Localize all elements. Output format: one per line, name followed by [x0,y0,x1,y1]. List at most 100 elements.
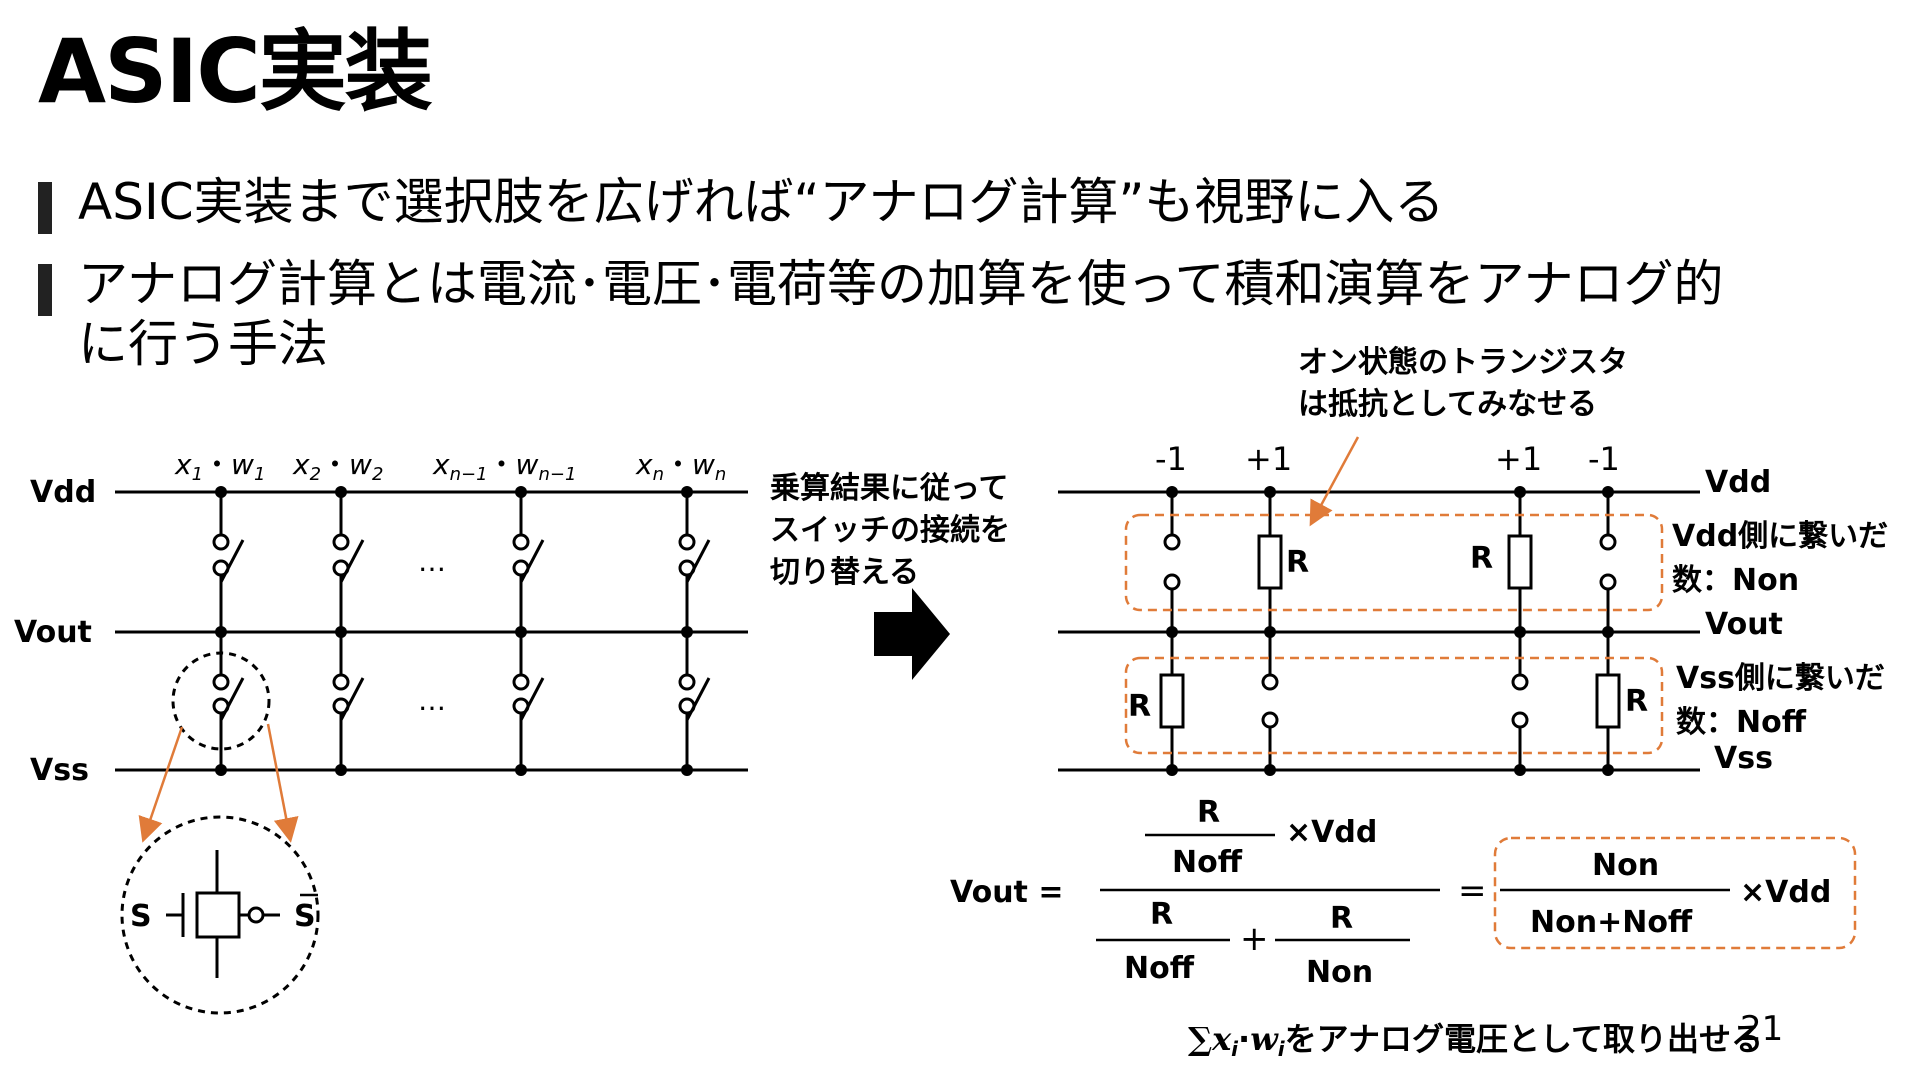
junction-dot [681,626,693,638]
switch-contact [678,533,696,551]
junction-dot [1602,626,1614,638]
vss-side-text-2: 数：Noff [1676,705,1807,740]
vss-side-text-1: Vss側に繋いだ [1676,661,1885,696]
resistor-label: R [1128,689,1151,724]
formula-r: R [1330,901,1353,936]
input-labels: x1・w1 x2・w2 xn−1・wn−1 xn・wn [174,448,726,485]
switch-blade [685,677,711,721]
weight-4: -1 [1588,440,1620,478]
right-arrow-icon [874,588,950,680]
switch-contact [1163,533,1181,551]
formula-noff: Noff [1124,951,1195,986]
bullet-2-text: アナログ計算とは電流･電圧･電荷等の加算を使って積和演算をアナログ的 [78,255,1724,313]
input-label-n-1: xn−1・wn−1 [432,448,576,485]
formula: Vout = R Noff ×Vdd R Noff + R Non = Non … [950,795,1857,990]
arrow-text-1: 乗算結果に従って [770,471,1009,506]
junction-dot [1264,764,1276,776]
input-label-2: x2・w2 [292,448,383,485]
junction-dot [1602,764,1614,776]
junction-dot [1264,486,1276,498]
formula-times-vdd: ×Vdd [1740,875,1831,910]
junction-dot [1166,626,1178,638]
switch-contact [1599,533,1617,551]
arrow-text-3: 切り替える [770,555,919,590]
zoom-circle [171,651,271,751]
vdd-side-text-1: Vdd側に繋いだ [1672,519,1888,554]
junction-dot [1166,764,1178,776]
zoom-arrow-left [138,726,184,843]
weight-3: +1 [1495,440,1542,478]
vss-side-box [1124,656,1664,755]
input-label-1: x1・w1 [174,448,265,485]
ellipsis-top: … [418,545,446,578]
right-vss-label: Vss [1714,741,1773,776]
junction-dot [1514,764,1526,776]
formula-noff: Noff [1172,845,1243,880]
zoom-arrow-right [266,723,299,843]
junction-dot [515,626,527,638]
zoom-s-label: S [130,899,152,934]
switch-contact [1163,573,1181,591]
resistor [1257,534,1283,590]
junction-dot [215,486,227,498]
conclusion-text: ∑xi·wiをアナログ電圧として取り出せる [1188,1020,1763,1061]
formula-plus: + [1240,919,1269,959]
junction-dot [681,764,693,776]
junction-dot [335,764,347,776]
left-vss-label: Vss [30,753,89,788]
zoom-sbar-label: S [294,899,316,934]
switch-blade [685,539,711,583]
right-circuit [1058,436,1700,776]
formula-r: R [1197,795,1220,830]
bullet-marker [38,182,52,234]
bullet-marker [38,264,52,316]
formula-non: Non [1592,848,1659,883]
weight-2: +1 [1245,440,1292,478]
junction-dot [335,626,347,638]
switch-contact [1599,573,1617,591]
switch-blade [339,539,365,583]
switch-contact [512,673,530,691]
switch-blade [339,677,365,721]
junction-dot [515,486,527,498]
left-circuit [115,486,748,1015]
switch-blade [519,677,545,721]
formula-times-vdd: ×Vdd [1286,815,1377,850]
arrow-caption: 乗算結果に従って スイッチの接続を 切り替える [770,471,1010,590]
switch-contact [212,533,230,551]
left-vout-label: Vout [14,615,92,650]
switch-contact [332,533,350,551]
junction-dot [335,486,347,498]
switch-contact [212,673,230,691]
formula-equals: = [1458,871,1487,911]
switch-contact [512,533,530,551]
left-vdd-label: Vdd [30,475,96,510]
note-arrow [1309,436,1360,527]
switch-blade [519,539,545,583]
right-vout-label: Vout [1705,607,1783,642]
bullet-2-text-line2: に行う手法 [78,315,328,373]
vdd-side-text-2: 数：Non [1672,563,1799,598]
junction-dot [515,764,527,776]
junction-dot [215,764,227,776]
bullet-1-text: ASIC実装まで選択肢を広げれば“アナログ計算”も視野に入る [78,173,1445,231]
transmission-gate-body [195,891,241,939]
input-label-n: xn・wn [635,448,726,485]
junction-dot [1514,626,1526,638]
junction-dot [1514,486,1526,498]
resistor [1159,673,1185,729]
switch-blade [219,539,245,583]
weight-1: -1 [1155,440,1187,478]
resistor-label: R [1625,684,1648,719]
formula-r: R [1150,897,1173,932]
switch-contact [1261,711,1279,729]
formula-non-plus-noff: Non+Noff [1530,905,1693,940]
resistor-label: R [1286,545,1309,580]
vdd-side-box [1124,513,1664,612]
result-box [1493,836,1857,950]
ellipsis-bottom: … [418,684,446,717]
transmission-gate-detail [120,815,320,1015]
switch-contact [1261,673,1279,691]
switch-contact [1511,673,1529,691]
